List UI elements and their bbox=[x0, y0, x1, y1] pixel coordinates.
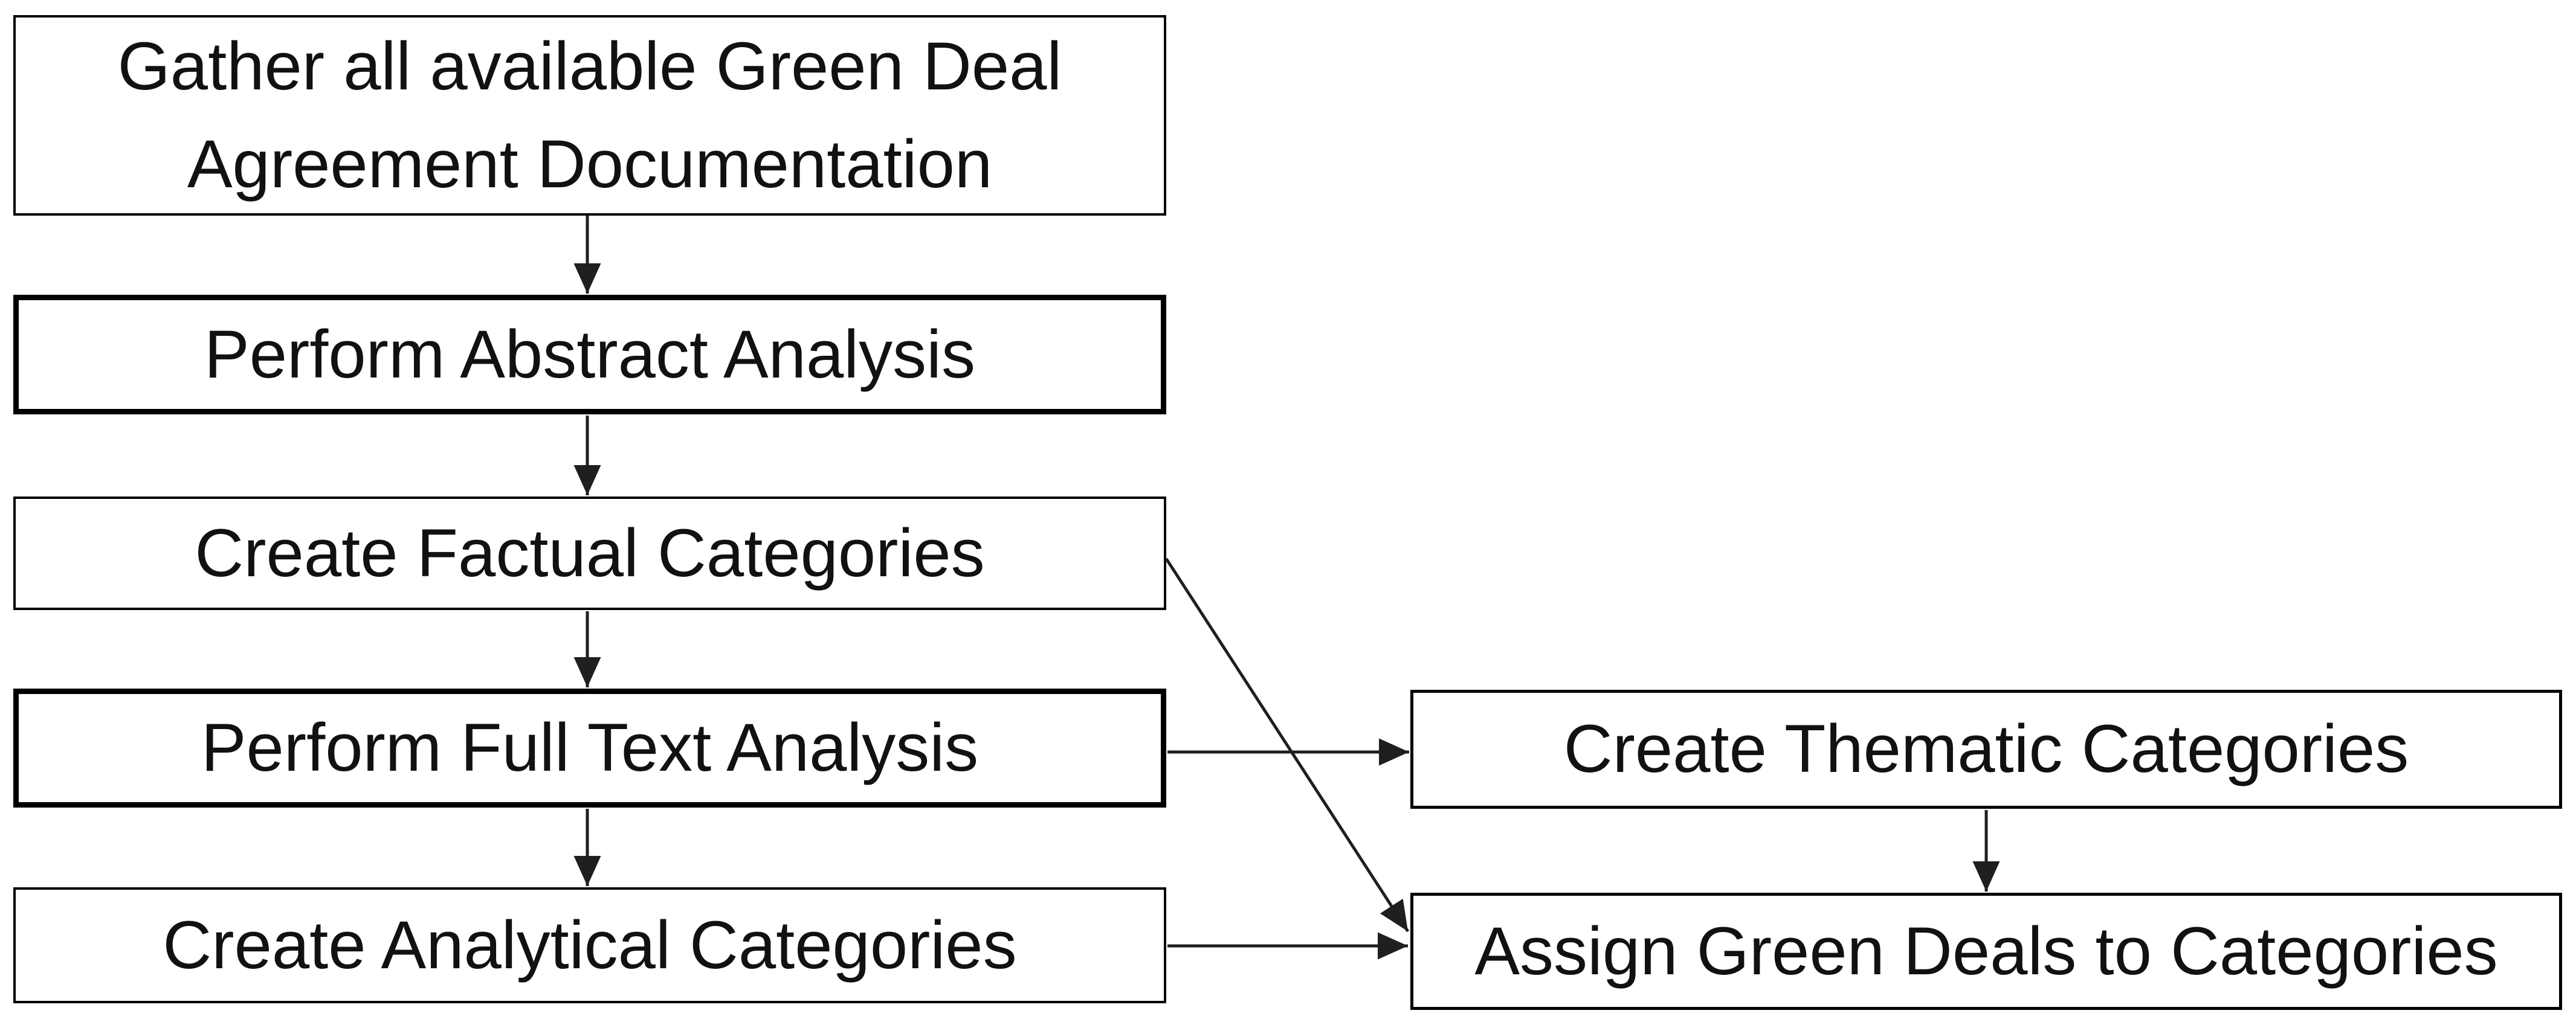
node-full-text-analysis: Perform Full Text Analysis bbox=[13, 689, 1166, 808]
node-label: Assign Green Deals to Categories bbox=[1474, 913, 2498, 989]
node-label: Gather all available Green Deal Agreemen… bbox=[117, 28, 1062, 202]
node-assign-green-deals: Assign Green Deals to Categories bbox=[1410, 893, 2562, 1010]
node-analytical-categories: Create Analytical Categories bbox=[13, 887, 1166, 1003]
node-label: Perform Full Text Analysis bbox=[201, 710, 979, 786]
node-gather-documentation: Gather all available Green Deal Agreemen… bbox=[13, 15, 1166, 216]
node-label: Create Analytical Categories bbox=[163, 907, 1017, 983]
node-factual-categories: Create Factual Categories bbox=[13, 497, 1166, 610]
node-thematic-categories: Create Thematic Categories bbox=[1410, 690, 2562, 809]
node-label: Perform Abstract Analysis bbox=[204, 316, 976, 392]
node-label: Create Thematic Categories bbox=[1563, 711, 2409, 787]
node-abstract-analysis: Perform Abstract Analysis bbox=[13, 295, 1166, 414]
node-label: Create Factual Categories bbox=[195, 515, 985, 591]
edge-factual-to-assign bbox=[1164, 558, 1410, 933]
